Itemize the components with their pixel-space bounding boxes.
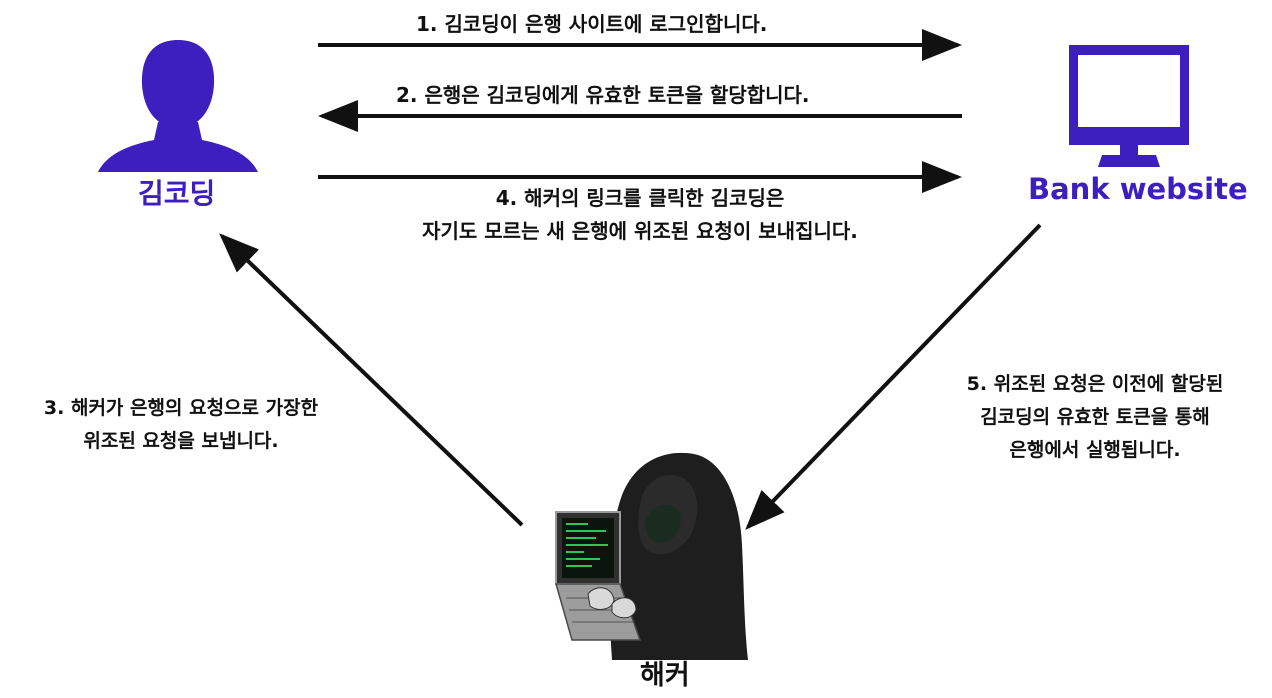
- step3-line2: 위조된 요청을 보냅니다.: [83, 430, 279, 452]
- bank-label: Bank website: [1028, 172, 1248, 206]
- arrow-step3: [219, 233, 524, 527]
- hooded-hacker-laptop-icon: [555, 452, 748, 660]
- step5-line1: 5. 위조된 요청은 이전에 할당된: [966, 373, 1224, 395]
- step2-text: 2. 은행은 김코딩에게 유효한 토큰을 할당합니다.: [396, 83, 810, 107]
- step4-line1: 4. 해커의 링크를 클릭한 김코딩은: [495, 186, 785, 210]
- step5-line2: 김코딩의 유효한 토큰을 통해: [980, 406, 1210, 428]
- hacker-label: 해커: [640, 660, 690, 691]
- step1-text: 1. 김코딩이 은행 사이트에 로그인합니다.: [416, 12, 768, 36]
- monitor-icon: [1069, 45, 1189, 167]
- step3-line1: 3. 해커가 은행의 요청으로 가장한: [43, 397, 319, 419]
- user-silhouette-icon: [98, 40, 258, 172]
- step5-text: 5. 위조된 요청은 이전에 할당된 김코딩의 유효한 토큰을 통해 은행에서 …: [920, 368, 1270, 467]
- step5-line3: 은행에서 실행됩니다.: [1009, 439, 1181, 461]
- step4-line2: 자기도 모르는 새 은행에 위조된 요청이 보내집니다.: [422, 219, 858, 243]
- step4-text: 4. 해커의 링크를 클릭한 김코딩은 자기도 모르는 새 은행에 위조된 요청…: [360, 182, 920, 248]
- user-label: 김코딩: [138, 177, 216, 210]
- step3-text: 3. 해커가 은행의 요청으로 가장한 위조된 요청을 보냅니다.: [6, 392, 356, 458]
- arrow-step5: [745, 223, 1042, 530]
